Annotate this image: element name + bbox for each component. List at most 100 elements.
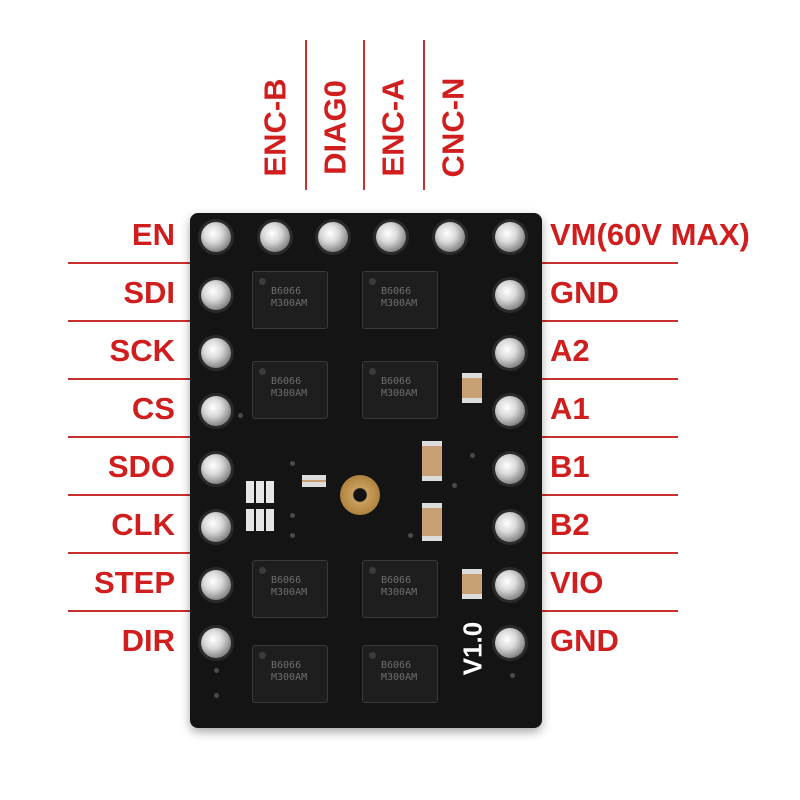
pin: [435, 222, 465, 252]
top-label-enc-a: ENC-A: [375, 78, 411, 177]
left-label-sdo: SDO: [107, 449, 175, 484]
left-divider: [68, 436, 190, 438]
resistor-array: [246, 509, 254, 531]
chip-dot: [259, 567, 266, 574]
via: [470, 453, 475, 458]
pin: [260, 222, 290, 252]
resistor-array: [256, 509, 264, 531]
chip-dot: [369, 652, 376, 659]
resistor-array: [266, 481, 274, 503]
left-divider: [68, 494, 190, 496]
pin: [201, 222, 231, 252]
pin: [201, 280, 231, 310]
pin: [201, 628, 231, 658]
chip-dot: [369, 567, 376, 574]
pin: [495, 280, 525, 310]
pin: [495, 454, 525, 484]
capacitor: [302, 475, 326, 487]
right-label-gnd-2: GND: [550, 623, 619, 658]
chip-dot: [259, 278, 266, 285]
board-version: V1.0: [457, 621, 488, 676]
left-label-cs: CS: [131, 391, 175, 426]
via: [408, 533, 413, 538]
capacitor: [422, 441, 442, 481]
left-label-sdi: SDI: [123, 275, 175, 310]
via: [290, 533, 295, 538]
pin: [318, 222, 348, 252]
chip-dot: [259, 652, 266, 659]
right-label-b2: B2: [550, 507, 590, 542]
left-label-step: STEP: [94, 565, 175, 600]
resistor-array: [266, 509, 274, 531]
pin: [201, 512, 231, 542]
left-divider: [68, 378, 190, 380]
right-label-vio: VIO: [550, 565, 604, 600]
left-label-sck: SCK: [109, 333, 175, 368]
right-label-a2: A2: [550, 333, 590, 368]
top-label-enc-b: ENC-B: [257, 78, 293, 177]
top-label-diag0: DIAG0: [317, 80, 353, 175]
via: [510, 673, 515, 678]
capacitor: [462, 373, 482, 403]
right-divider: [542, 378, 678, 380]
right-divider: [542, 494, 678, 496]
right-divider: [542, 610, 678, 612]
via: [452, 483, 457, 488]
via: [290, 461, 295, 466]
pin: [201, 396, 231, 426]
pin: [495, 570, 525, 600]
right-divider: [542, 436, 678, 438]
resistor-array: [256, 481, 264, 503]
chip-dot: [369, 368, 376, 375]
left-label-dir: DIR: [121, 623, 175, 658]
right-divider: [542, 320, 678, 322]
capacitor: [462, 569, 482, 599]
via: [214, 693, 219, 698]
resistor-array: [246, 481, 254, 503]
right-divider: [542, 262, 678, 264]
top-divider: [423, 40, 425, 190]
right-label-vm: VM(60V MAX): [550, 217, 750, 252]
via: [238, 413, 243, 418]
pin: [495, 512, 525, 542]
pin: [201, 570, 231, 600]
pin: [376, 222, 406, 252]
chip-dot: [369, 278, 376, 285]
capacitor: [422, 503, 442, 541]
top-divider: [363, 40, 365, 190]
mounting-hole: [340, 475, 380, 515]
pin: [495, 222, 525, 252]
left-divider: [68, 262, 190, 264]
via: [214, 668, 219, 673]
top-divider: [305, 40, 307, 190]
pin: [495, 338, 525, 368]
pin: [201, 454, 231, 484]
left-label-clk: CLK: [111, 507, 175, 542]
top-label-cnc-n: CNC-N: [435, 77, 471, 178]
pin: [495, 628, 525, 658]
left-divider: [68, 552, 190, 554]
via: [290, 513, 295, 518]
chip-dot: [259, 368, 266, 375]
right-divider: [542, 552, 678, 554]
left-label-en: EN: [131, 217, 175, 252]
right-label-b1: B1: [550, 449, 590, 484]
pin: [495, 396, 525, 426]
left-divider: [68, 610, 190, 612]
